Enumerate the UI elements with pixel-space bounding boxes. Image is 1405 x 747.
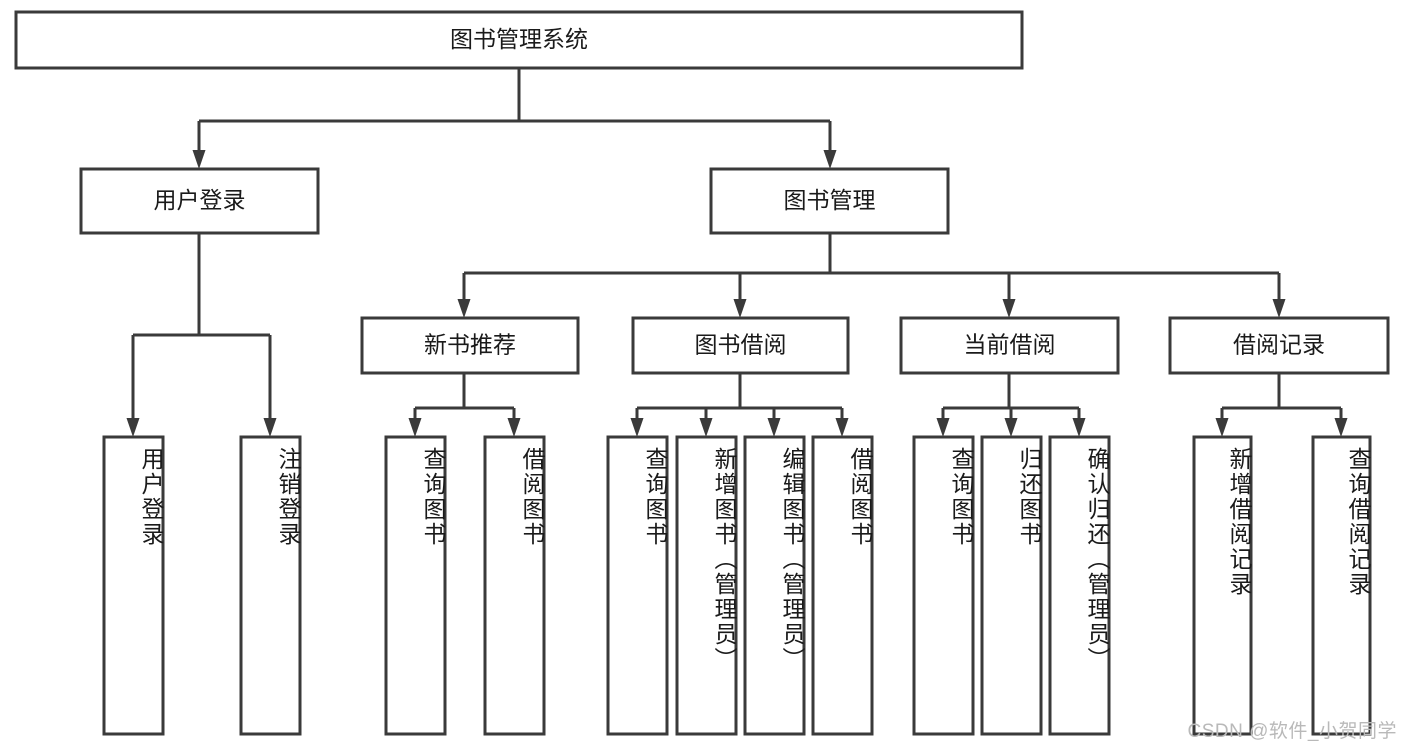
node-box[interactable]	[743, 435, 806, 736]
node-leaf-add-borrow-record[interactable]	[1192, 435, 1253, 736]
node-book-manage[interactable]: 图书管理	[709, 167, 950, 235]
arrow-head-icon	[192, 150, 206, 169]
watermark: CSDN @软件_小贺同学	[1187, 721, 1397, 742]
arrow-head-icon	[1272, 299, 1286, 318]
arrow-head-icon	[1215, 418, 1229, 437]
node-book-borrow[interactable]: 图书借阅	[631, 316, 850, 375]
arrow-head-icon	[1004, 418, 1018, 437]
arrow-head-icon	[936, 418, 950, 437]
node-leaf-confirm-return[interactable]	[1048, 435, 1111, 736]
arrow-head-icon	[767, 418, 781, 437]
node-box[interactable]	[1048, 435, 1111, 736]
node-borrow-record[interactable]: 借阅记录	[1168, 316, 1390, 375]
node-root[interactable]: 图书管理系统	[14, 10, 1024, 70]
node-box[interactable]	[912, 435, 975, 736]
node-box[interactable]	[899, 316, 1120, 375]
node-box[interactable]	[1168, 316, 1390, 375]
node-leaf-query-book-current[interactable]	[912, 435, 975, 736]
node-label: 图书借阅	[695, 332, 787, 358]
node-box[interactable]	[360, 316, 580, 375]
node-label: 图书管理	[784, 187, 876, 213]
node-box[interactable]	[14, 10, 1024, 70]
node-leaf-add-book[interactable]	[675, 435, 738, 736]
node-leaf-edit-book[interactable]	[743, 435, 806, 736]
node-user-login[interactable]: 用户登录	[79, 167, 320, 235]
node-box[interactable]	[79, 167, 320, 235]
node-box[interactable]	[631, 316, 850, 375]
arrow-head-icon	[823, 150, 837, 169]
node-box[interactable]	[102, 435, 165, 736]
node-label: 用户登录	[154, 187, 246, 213]
arrow-head-icon	[457, 299, 471, 318]
arrow-head-icon	[630, 418, 644, 437]
node-box[interactable]	[709, 167, 950, 235]
node-box[interactable]	[675, 435, 738, 736]
node-label: 借阅记录	[1233, 332, 1325, 358]
arrow-head-icon	[507, 418, 521, 437]
node-label: 当前借阅	[964, 332, 1056, 358]
connector-layer	[126, 68, 1348, 437]
arrow-head-icon	[126, 418, 140, 437]
node-box[interactable]	[980, 435, 1043, 736]
node-leaf-query-borrow-record[interactable]	[1311, 435, 1372, 736]
node-leaf-user-login[interactable]	[102, 435, 165, 736]
arrow-head-icon	[263, 418, 277, 437]
node-new-book-recommend[interactable]: 新书推荐	[360, 316, 580, 375]
node-box[interactable]	[384, 435, 447, 736]
node-leaf-borrow-book[interactable]	[811, 435, 874, 736]
node-leaf-query-book-recommend[interactable]	[384, 435, 447, 736]
node-leaf-borrow-book-recommend[interactable]	[483, 435, 546, 736]
node-leaf-query-book-borrow[interactable]	[606, 435, 669, 736]
arrow-head-icon	[733, 299, 747, 318]
node-box[interactable]	[483, 435, 546, 736]
arrow-head-icon	[699, 418, 713, 437]
arrow-head-icon	[408, 418, 422, 437]
arrow-head-icon	[1002, 299, 1016, 318]
node-box[interactable]	[811, 435, 874, 736]
node-box[interactable]	[606, 435, 669, 736]
node-label: 新书推荐	[424, 332, 516, 358]
node-box[interactable]	[239, 435, 302, 736]
node-leaf-return-book[interactable]	[980, 435, 1043, 736]
node-label: 图书管理系统	[450, 26, 588, 52]
arrow-head-icon	[1334, 418, 1348, 437]
arrow-head-icon	[835, 418, 849, 437]
node-box[interactable]	[1311, 435, 1372, 736]
node-leaf-logout[interactable]	[239, 435, 302, 736]
node-box[interactable]	[1192, 435, 1253, 736]
node-current-borrow[interactable]: 当前借阅	[899, 316, 1120, 375]
arrow-head-icon	[1072, 418, 1086, 437]
